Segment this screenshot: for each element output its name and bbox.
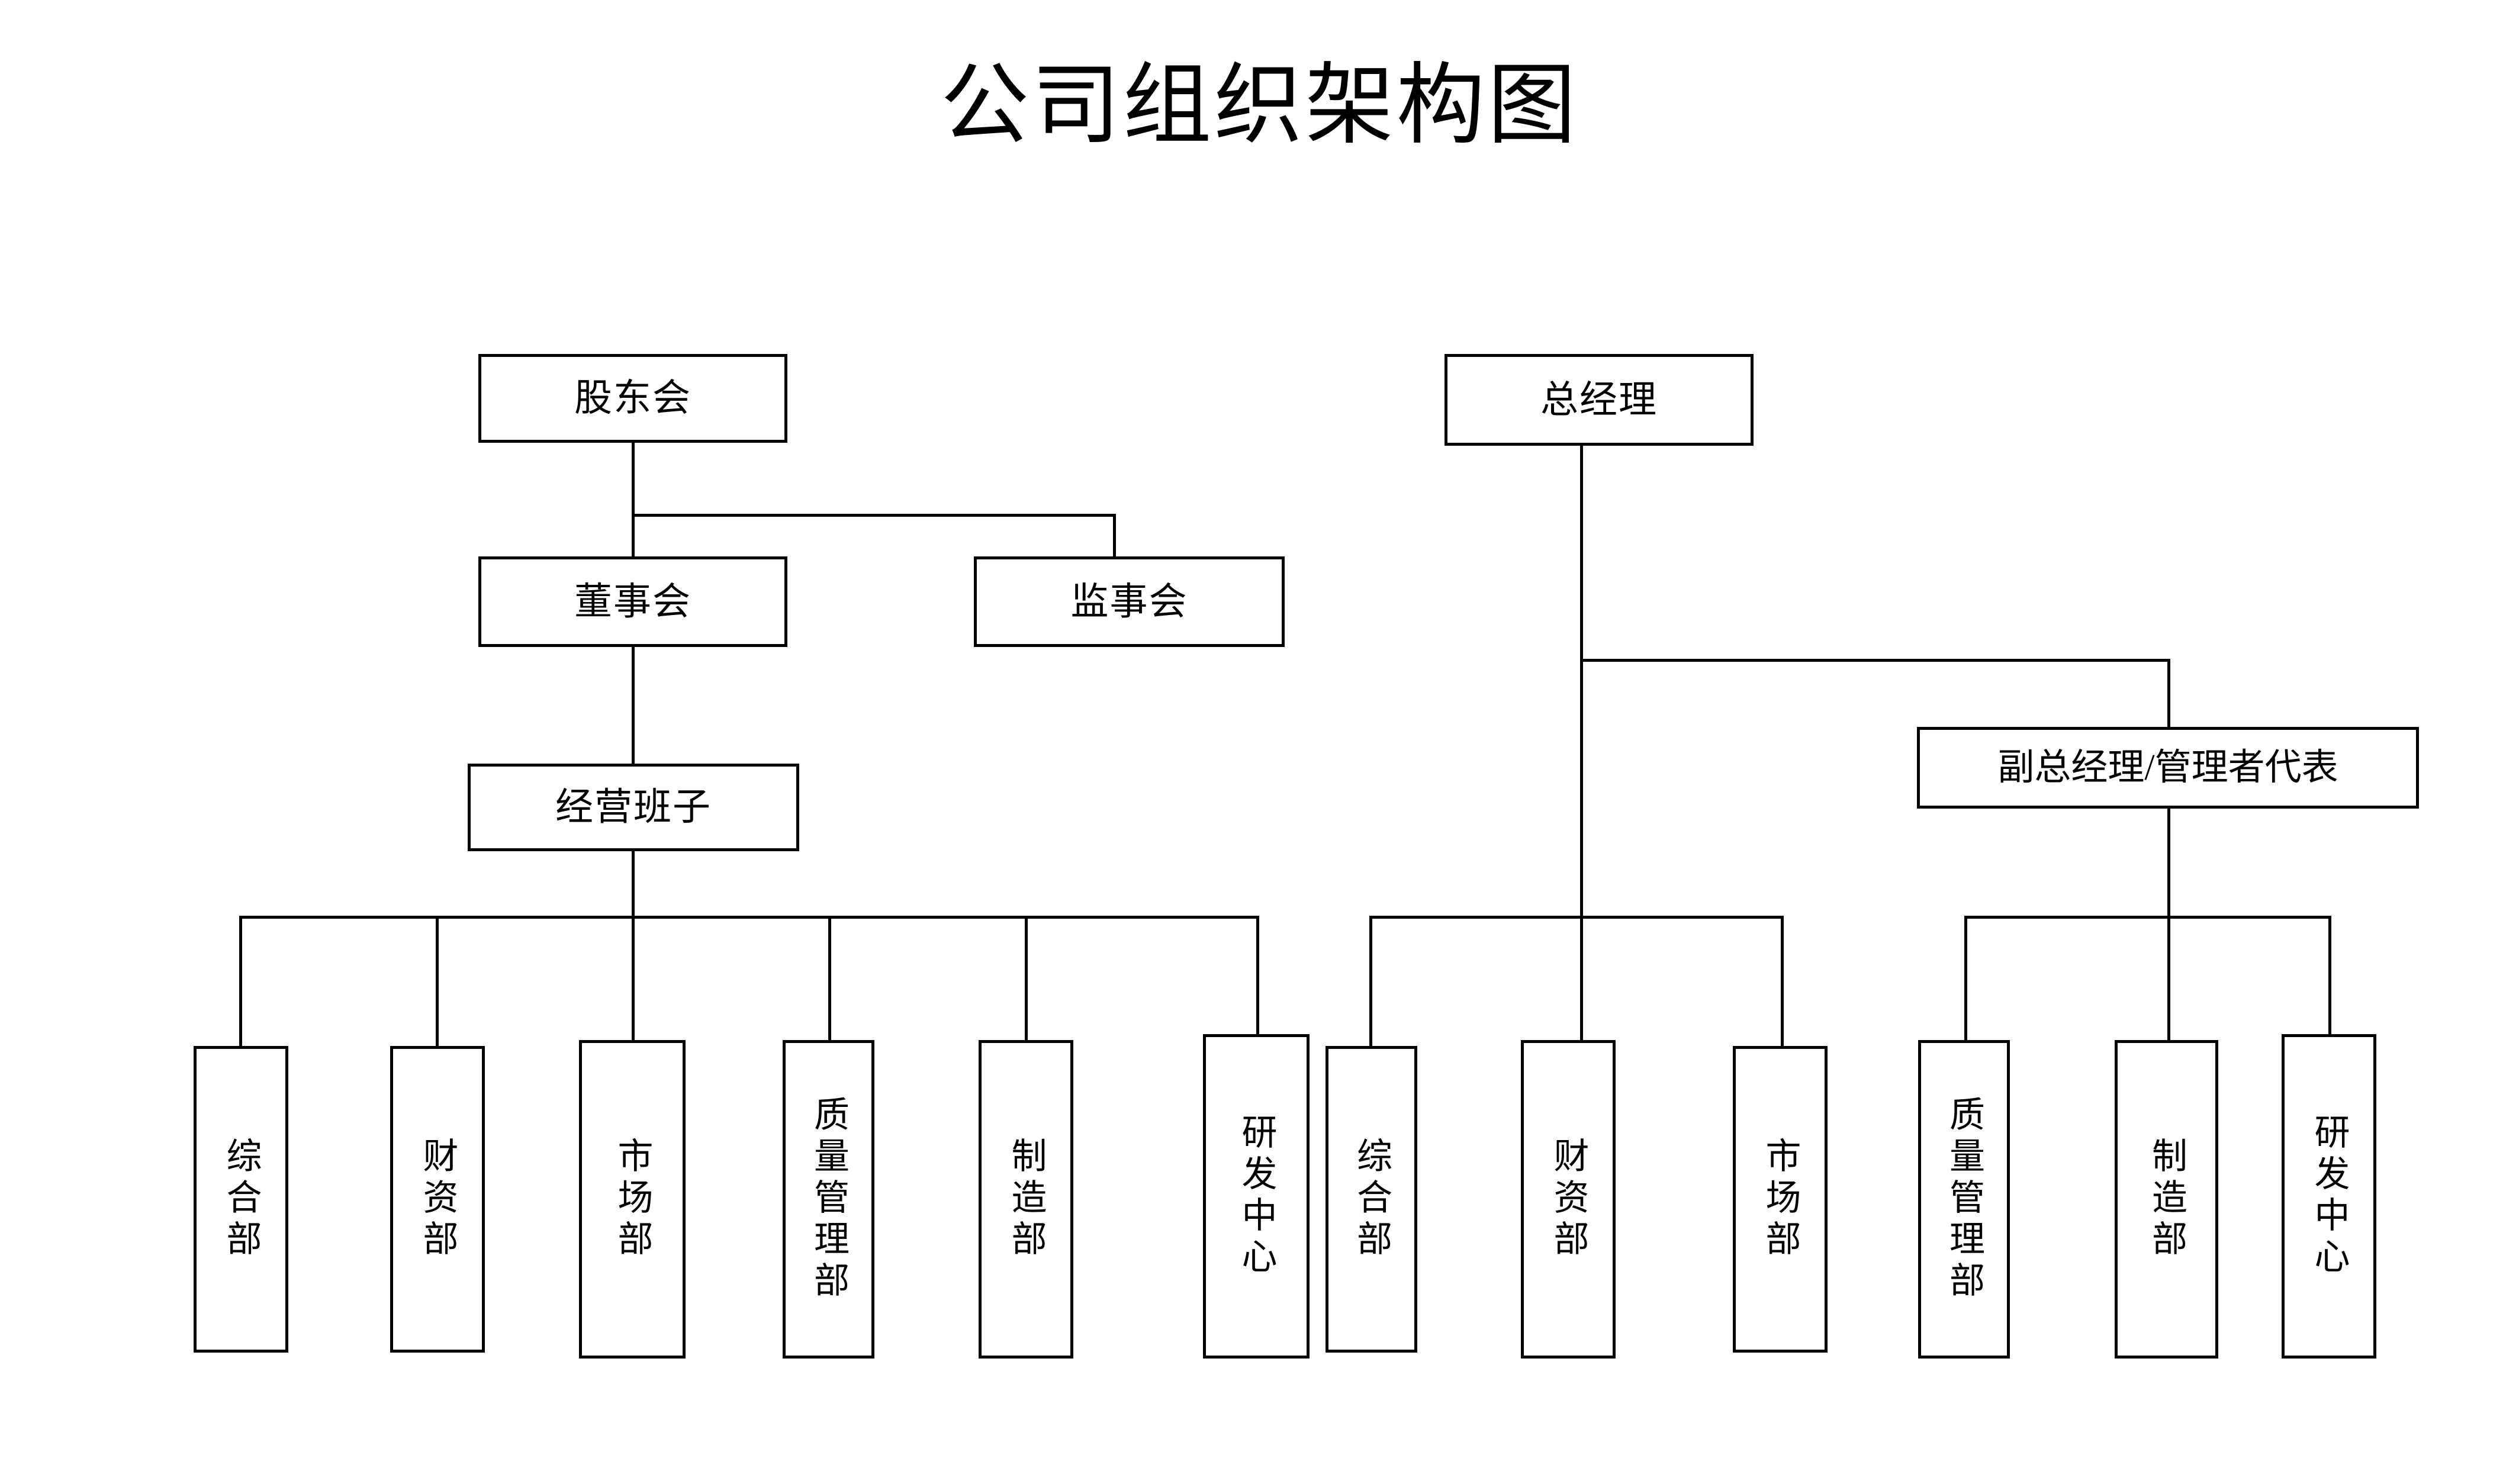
node-label: 市场部 [613, 1137, 652, 1261]
node-label: 财资部 [1549, 1137, 1588, 1261]
node-label: 经营班子 [555, 786, 712, 829]
node-label: 制造部 [2147, 1137, 2186, 1261]
node-left-department-4: 质量管理部 [783, 1040, 874, 1359]
connector-drop-left-dept-6 [1256, 916, 1259, 1047]
connector-drop-left-dept-2 [436, 916, 439, 1047]
node-left-department-6: 研发中心 [1203, 1034, 1310, 1359]
node-label: 股东会 [574, 377, 691, 420]
node-label: 质量管理部 [1944, 1096, 1984, 1303]
node-left-department-5: 制造部 [979, 1040, 1073, 1359]
connector-drop-left-dept-1 [239, 916, 242, 1047]
connector-general-manager-spine [1580, 446, 1583, 916]
connector-gm-to-deputy-bus [1580, 659, 2170, 662]
node-deputy-department-1: 质量管理部 [1918, 1040, 2010, 1359]
node-label: 研发中心 [2309, 1113, 2349, 1279]
connector-drop-left-dept-5 [1025, 916, 1028, 1047]
node-label: 综合部 [1352, 1137, 1391, 1261]
node-label: 质量管理部 [809, 1096, 848, 1303]
node-deputy-department-3: 研发中心 [2282, 1034, 2376, 1359]
connector-drop-deputy-gm [2167, 659, 2170, 729]
node-label: 制造部 [1006, 1137, 1045, 1261]
node-gm-department-1: 综合部 [1326, 1046, 1417, 1353]
connector-drop-gm-dept-1 [1369, 916, 1372, 1047]
connector-drop-deputy-dept-1 [1964, 916, 1967, 1047]
node-label: 财资部 [418, 1137, 457, 1261]
page-title: 公司组织架构图 [940, 57, 1579, 155]
connector-left-department-bus [239, 916, 1259, 919]
node-deputy-general-manager: 副总经理/管理者代表 [1917, 727, 2419, 809]
connector-directors-to-management [632, 647, 635, 765]
node-left-department-1: 综合部 [194, 1046, 288, 1353]
node-label: 总经理 [1540, 378, 1658, 421]
node-board-of-supervisors: 监事会 [974, 556, 1285, 647]
connector-drop-gm-dept-2 [1580, 916, 1583, 1047]
node-gm-department-3: 市场部 [1733, 1046, 1828, 1353]
node-label: 综合部 [221, 1137, 260, 1261]
connector-deputy-stem [2167, 809, 2170, 916]
node-left-department-2: 财资部 [390, 1046, 485, 1353]
node-general-manager: 总经理 [1445, 354, 1754, 446]
node-label: 市场部 [1761, 1137, 1800, 1261]
connector-drop-left-dept-3 [632, 916, 635, 1047]
node-label: 研发中心 [1237, 1113, 1276, 1279]
node-board-of-directors: 董事会 [478, 556, 787, 647]
connector-shareholders-bus [632, 514, 1116, 517]
connector-drop-left-dept-4 [828, 916, 831, 1047]
node-shareholders-meeting: 股东会 [478, 354, 787, 443]
node-management-team: 经营班子 [468, 764, 799, 851]
connector-drop-deputy-dept-3 [2328, 916, 2331, 1047]
node-left-department-3: 市场部 [579, 1040, 686, 1359]
connector-drop-board-supervisors [1113, 514, 1116, 559]
node-gm-department-2: 财资部 [1521, 1040, 1616, 1359]
connector-drop-board-directors [632, 514, 635, 559]
node-label: 副总经理/管理者代表 [1997, 747, 2338, 788]
node-deputy-department-2: 制造部 [2115, 1040, 2218, 1359]
connector-drop-gm-dept-3 [1781, 916, 1784, 1047]
connector-gm-department-bus [1369, 916, 1784, 919]
connector-management-stem [632, 851, 635, 918]
connector-shareholders-stem [632, 443, 635, 516]
node-label: 监事会 [1070, 580, 1188, 623]
node-label: 董事会 [574, 580, 691, 623]
connector-drop-deputy-dept-2 [2167, 916, 2170, 1047]
connector-deputy-department-bus [1964, 916, 2331, 919]
